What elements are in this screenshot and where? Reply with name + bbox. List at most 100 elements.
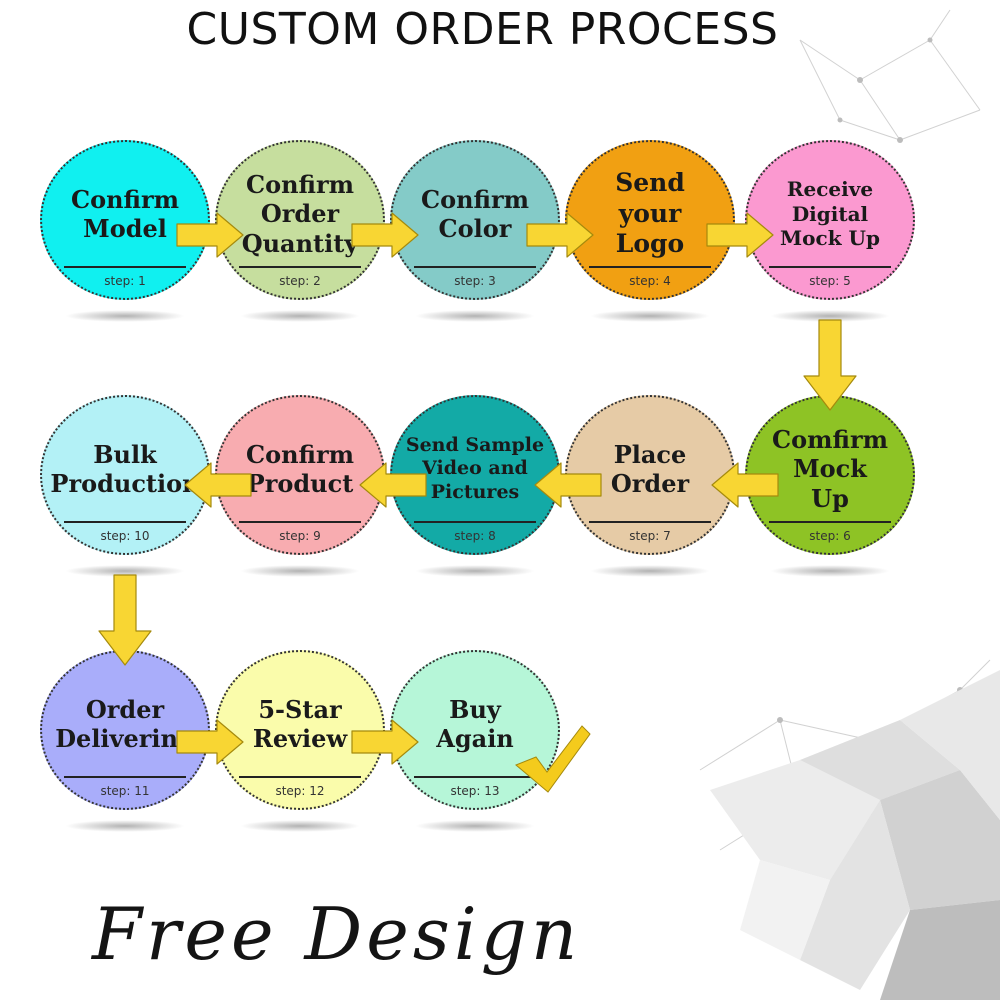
step-divider: [414, 776, 536, 778]
step-divider: [239, 776, 361, 778]
step-shadow: [240, 820, 360, 832]
step-shadow: [590, 310, 710, 322]
step-number: step: 7: [629, 529, 671, 543]
step-title-line: Confirm: [70, 184, 180, 214]
step-title-line: Production: [50, 469, 200, 498]
step-title-line: Model: [83, 214, 167, 243]
step-divider: [589, 521, 711, 523]
step-number: step: 4: [629, 274, 671, 288]
step-number: step: 3: [454, 274, 496, 288]
step-shadow: [65, 820, 185, 832]
step-title-line: Again: [436, 724, 514, 753]
step-shadow: [240, 310, 360, 322]
step-title-line: Video and: [422, 457, 528, 480]
step-shadow: [770, 565, 890, 577]
step-title-line: Bulk: [93, 439, 157, 469]
step-title-line: Confirm: [420, 184, 530, 214]
step-title-line: Review: [252, 724, 348, 753]
step-number: step: 11: [100, 784, 150, 798]
step-title-line: Confirm: [245, 439, 355, 469]
step-divider: [769, 521, 891, 523]
step-number: step: 9: [279, 529, 321, 543]
step-title-line: Order: [610, 469, 690, 498]
step-number: step: 6: [809, 529, 851, 543]
step-title-line: Order: [260, 199, 340, 229]
step-divider: [64, 521, 186, 523]
step-title-line: Mock Up: [780, 226, 880, 251]
step-title-line: Send Sample: [405, 434, 545, 457]
step-divider: [414, 266, 536, 268]
step-title-line: Color: [438, 214, 512, 243]
step-title-line: 5-Star: [258, 694, 342, 724]
step-number: step: 2: [279, 274, 321, 288]
step-shadow: [240, 565, 360, 577]
step-title-line: Place: [613, 439, 687, 469]
step-title-line: your: [618, 198, 682, 228]
step-title-line: Buy: [449, 694, 501, 724]
step-title-line: Quantity: [241, 228, 359, 258]
step-shadow: [65, 565, 185, 577]
step-number: step: 13: [450, 784, 500, 798]
step-title-line: Send: [615, 168, 685, 198]
step-divider: [769, 266, 891, 268]
step-divider: [589, 266, 711, 268]
step-shadow: [770, 310, 890, 322]
step-number: step: 12: [275, 784, 325, 798]
step-divider: [239, 266, 361, 268]
step-shadow: [415, 565, 535, 577]
page-title: CUSTOM ORDER PROCESS: [186, 4, 779, 55]
step-title-line: Delivering: [55, 724, 195, 753]
step-title-line: Digital: [791, 201, 869, 226]
step-title-line: Product: [246, 469, 354, 498]
step-number: step: 5: [809, 274, 851, 288]
step-title-line: Logo: [615, 229, 685, 259]
step-number: step: 10: [100, 529, 150, 543]
step-title-line: Up: [811, 483, 849, 513]
step-title-line: Receive: [786, 177, 874, 202]
step-divider: [239, 521, 361, 523]
step-divider: [414, 521, 536, 523]
step-title-line: Mock: [793, 454, 867, 484]
step-divider: [64, 266, 186, 268]
step-title-line: Confirm: [245, 170, 355, 200]
step-shadow: [415, 820, 535, 832]
step-number: step: 8: [454, 529, 496, 543]
step-divider: [64, 776, 186, 778]
